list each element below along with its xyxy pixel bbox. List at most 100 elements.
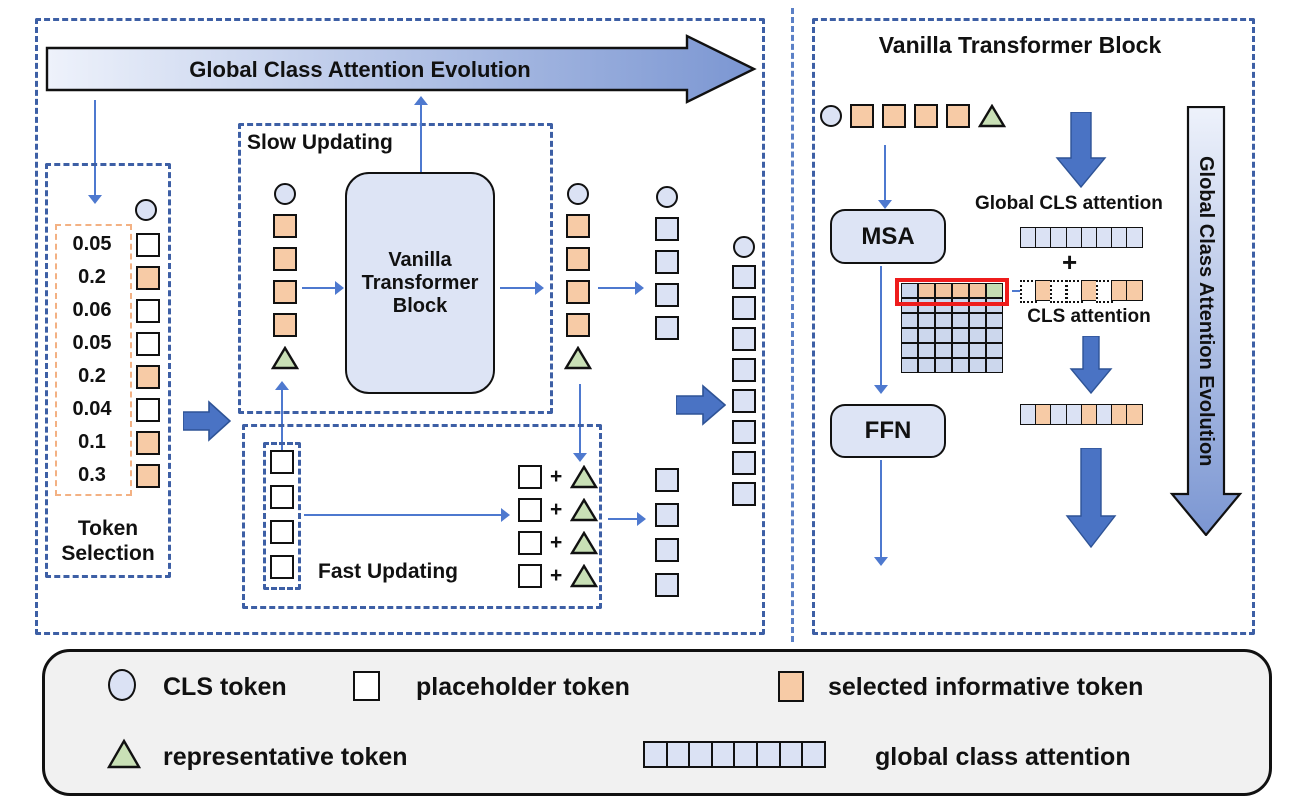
- attention-cell: [1126, 404, 1144, 425]
- placeholder-token-icon: [518, 465, 542, 489]
- global-class-attention-evolution-banner-arrow-icon: [45, 34, 757, 104]
- attention-score: 0.06: [72, 299, 112, 321]
- legend-representative-label: representative token: [163, 743, 408, 771]
- cls-token-icon: [820, 105, 842, 127]
- attention-score: 0.2: [78, 266, 106, 288]
- matrix-cell: [952, 328, 969, 343]
- attention-score: 0.05: [72, 233, 112, 255]
- global-cls-attention-row: [1020, 227, 1144, 248]
- placeholder-token-icon: [270, 485, 294, 509]
- attention-cell: [778, 741, 804, 768]
- plus-sign: +: [1062, 247, 1078, 277]
- attention-cell: [733, 741, 759, 768]
- placeholder-token-icon: [270, 450, 294, 474]
- arrow-up-block-to-banner-icon: [414, 96, 428, 172]
- selected-informative-token-icon: [566, 214, 590, 238]
- matrix-cell: [986, 313, 1003, 328]
- global-attention-token-icon: [655, 468, 679, 492]
- matrix-cell: [901, 283, 918, 298]
- attention-score: 0.3: [78, 464, 106, 486]
- legend-global-attention-label: global class attention: [875, 743, 1131, 771]
- arrow-down-msa-to-ffn-icon: [874, 266, 888, 394]
- matrix-cell: [918, 343, 935, 358]
- selected-informative-token-icon: [914, 104, 938, 128]
- global-attention-token-icon: [732, 296, 756, 320]
- slow-input-token-column: [270, 183, 300, 370]
- panel-divider: [791, 8, 794, 642]
- placeholder-token-icon: [136, 298, 160, 323]
- left-panel-frame: [35, 18, 765, 635]
- cls-attention-row: [1020, 280, 1144, 303]
- cls-token-icon: [274, 183, 296, 205]
- arrow-down-ffn-output-icon: [874, 460, 888, 566]
- placeholder-token-icon: [270, 520, 294, 544]
- matrix-cell: [952, 313, 969, 328]
- matrix-cell: [969, 313, 986, 328]
- token-score-row: 0.3: [57, 459, 160, 492]
- slow-updating-label: Slow Updating: [247, 131, 393, 154]
- arrow-down-triangle-to-sums-icon: [573, 384, 587, 462]
- matrix-cell: [918, 328, 935, 343]
- placeholder-plus-representative-row: +: [518, 465, 599, 489]
- placeholder-token-icon: [518, 564, 542, 588]
- updated-global-attention-row: [1020, 404, 1144, 425]
- block-arrow-down-middle-icon: [1069, 336, 1113, 394]
- token-score-row: 0.05: [57, 327, 160, 360]
- banner-label: Global Class Attention Evolution: [189, 57, 531, 82]
- cls-token-icon: [567, 183, 589, 205]
- legend-box: CLS token placeholder token selected inf…: [42, 649, 1272, 796]
- matrix-cell: [918, 283, 935, 298]
- fast-updating-box: [242, 424, 602, 609]
- matrix-cell: [952, 343, 969, 358]
- matrix-cell: [969, 358, 986, 373]
- representative-token-icon: [570, 498, 599, 522]
- placeholder-token-icon: [136, 397, 160, 422]
- attention-cell: [665, 741, 691, 768]
- matrix-cell: [918, 358, 935, 373]
- selected-informative-token-icon: [566, 247, 590, 271]
- selected-informative-token-icon: [946, 104, 970, 128]
- plus-sign: +: [550, 564, 563, 587]
- vertical-banner-label: Global Class Attention Evolution: [1195, 155, 1217, 467]
- attention-score: 0.1: [78, 431, 106, 453]
- representative-token-icon: [106, 738, 142, 770]
- matrix-cell: [969, 283, 986, 298]
- matrix-cell: [901, 313, 918, 328]
- block-arrow-right-icon: [183, 400, 231, 442]
- attention-cell: [1126, 227, 1144, 248]
- selected-informative-token-icon: [136, 265, 160, 290]
- right-panel-title: Vanilla Transformer Block: [878, 32, 1162, 58]
- attention-cell: [688, 741, 714, 768]
- matrix-cell: [969, 328, 986, 343]
- representative-token-icon: [570, 465, 599, 489]
- arrow-right-output-to-attended-icon: [598, 281, 644, 295]
- arrow-down-banner-to-selection-icon: [88, 100, 102, 204]
- matrix-cell: [935, 328, 952, 343]
- plus-sign: +: [550, 465, 563, 488]
- vanilla-transformer-block: Vanilla Transformer Block: [345, 172, 495, 394]
- fast-updating-label: Fast Updating: [318, 560, 458, 583]
- attention-cell: [1126, 280, 1144, 301]
- score-highlight-box: [55, 224, 132, 496]
- matrix-cell: [901, 328, 918, 343]
- matrix-cell: [935, 313, 952, 328]
- selected-informative-token-icon: [778, 671, 804, 702]
- cls-token-icon: [135, 199, 157, 221]
- attention-cell: [801, 741, 827, 768]
- representative-token-icon: [570, 564, 599, 588]
- selected-informative-token-icon: [882, 104, 906, 128]
- global-attention-token-icon: [732, 358, 756, 382]
- matrix-cell: [901, 358, 918, 373]
- global-attention-token-icon: [732, 389, 756, 413]
- representative-token-icon: [564, 346, 592, 370]
- global-attention-token-icon: [732, 451, 756, 475]
- vertical-evolution-banner-arrow-icon: [1169, 106, 1243, 536]
- msa-block: MSA: [830, 209, 946, 264]
- matrix-cell: [986, 283, 1003, 298]
- placeholder-token-icon: [518, 531, 542, 555]
- attention-matrix: [901, 283, 1003, 373]
- fast-input-token-column: [270, 450, 294, 579]
- global-cls-attention-label: Global CLS attention: [975, 193, 1163, 214]
- cls-row-highlight-box: [895, 278, 1009, 306]
